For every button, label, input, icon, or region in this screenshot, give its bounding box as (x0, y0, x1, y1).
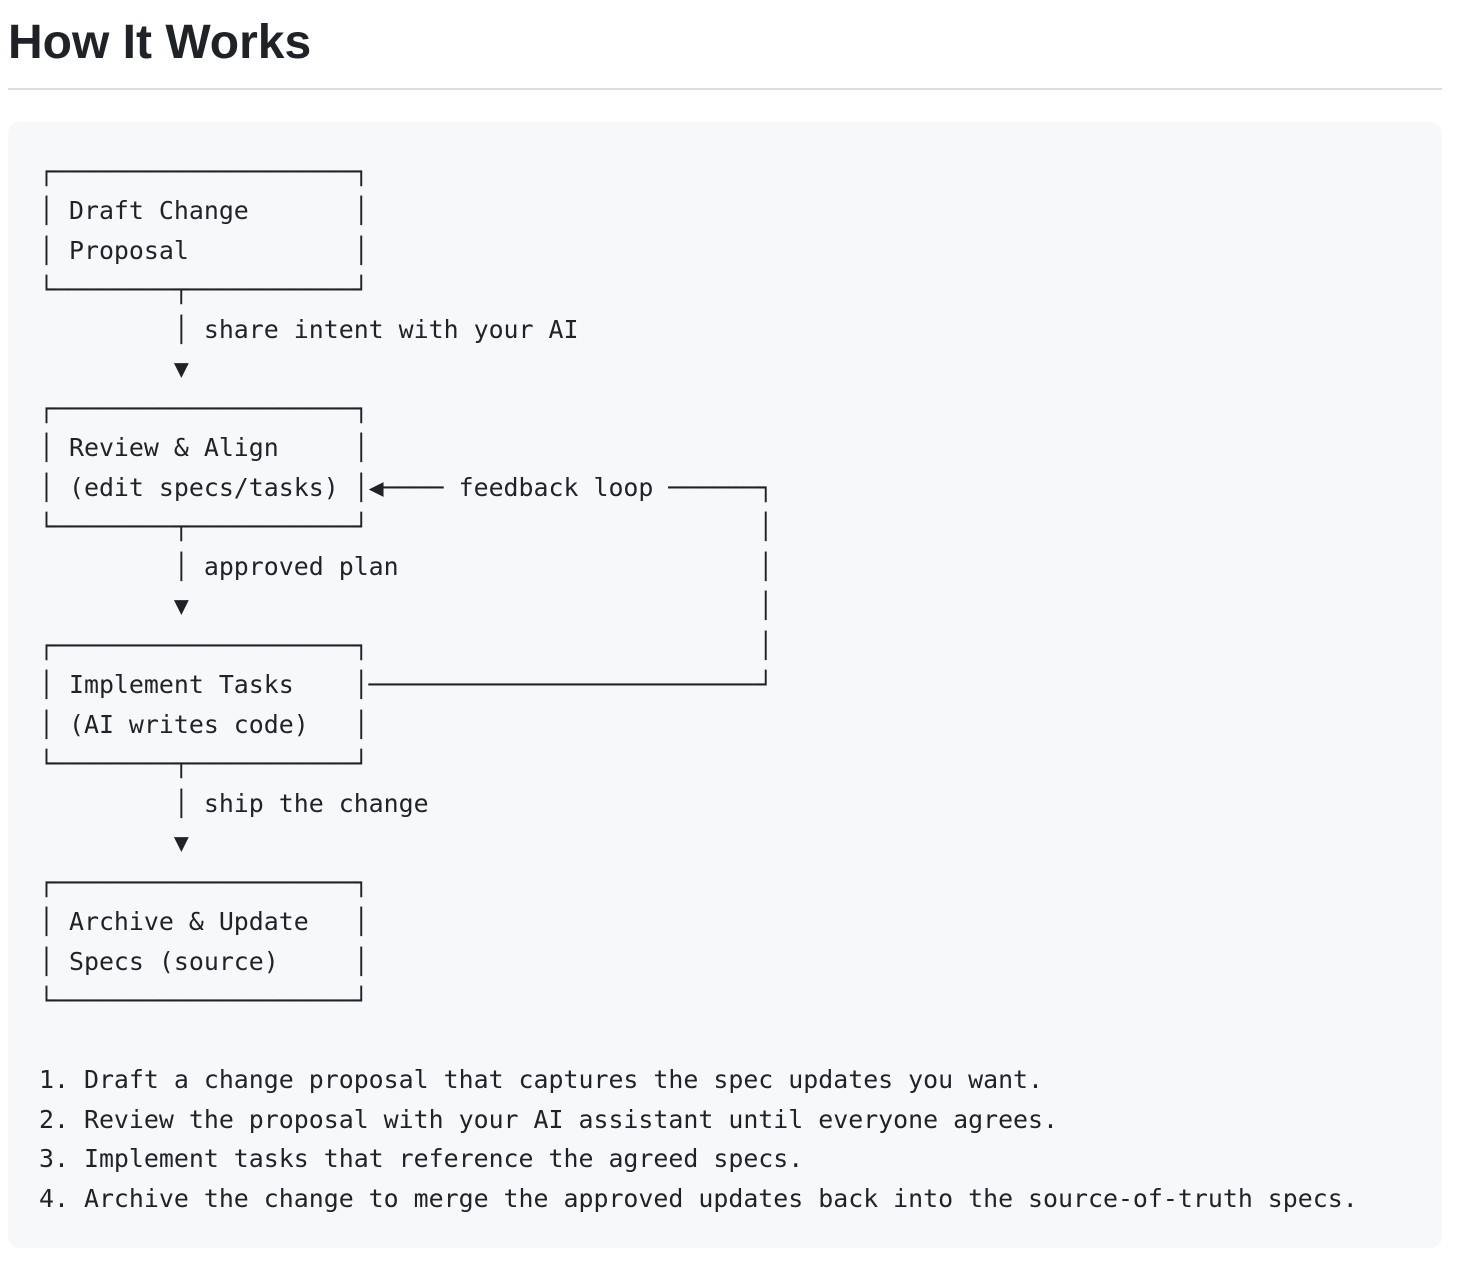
code-content: ┌────────────────────┐ │ Draft Change │ … (39, 152, 1411, 1219)
code-block: ┌────────────────────┐ │ Draft Change │ … (8, 121, 1442, 1249)
workflow-steps-list: 1. Draft a change proposal that captures… (39, 1065, 1358, 1213)
ascii-flow-diagram: ┌────────────────────┐ │ Draft Change │ … (39, 156, 774, 1016)
readme-content: How It Works ┌────────────────────┐ │ Dr… (8, 12, 1442, 1249)
blank-line (39, 1021, 1411, 1061)
page-title: How It Works (8, 12, 1442, 90)
